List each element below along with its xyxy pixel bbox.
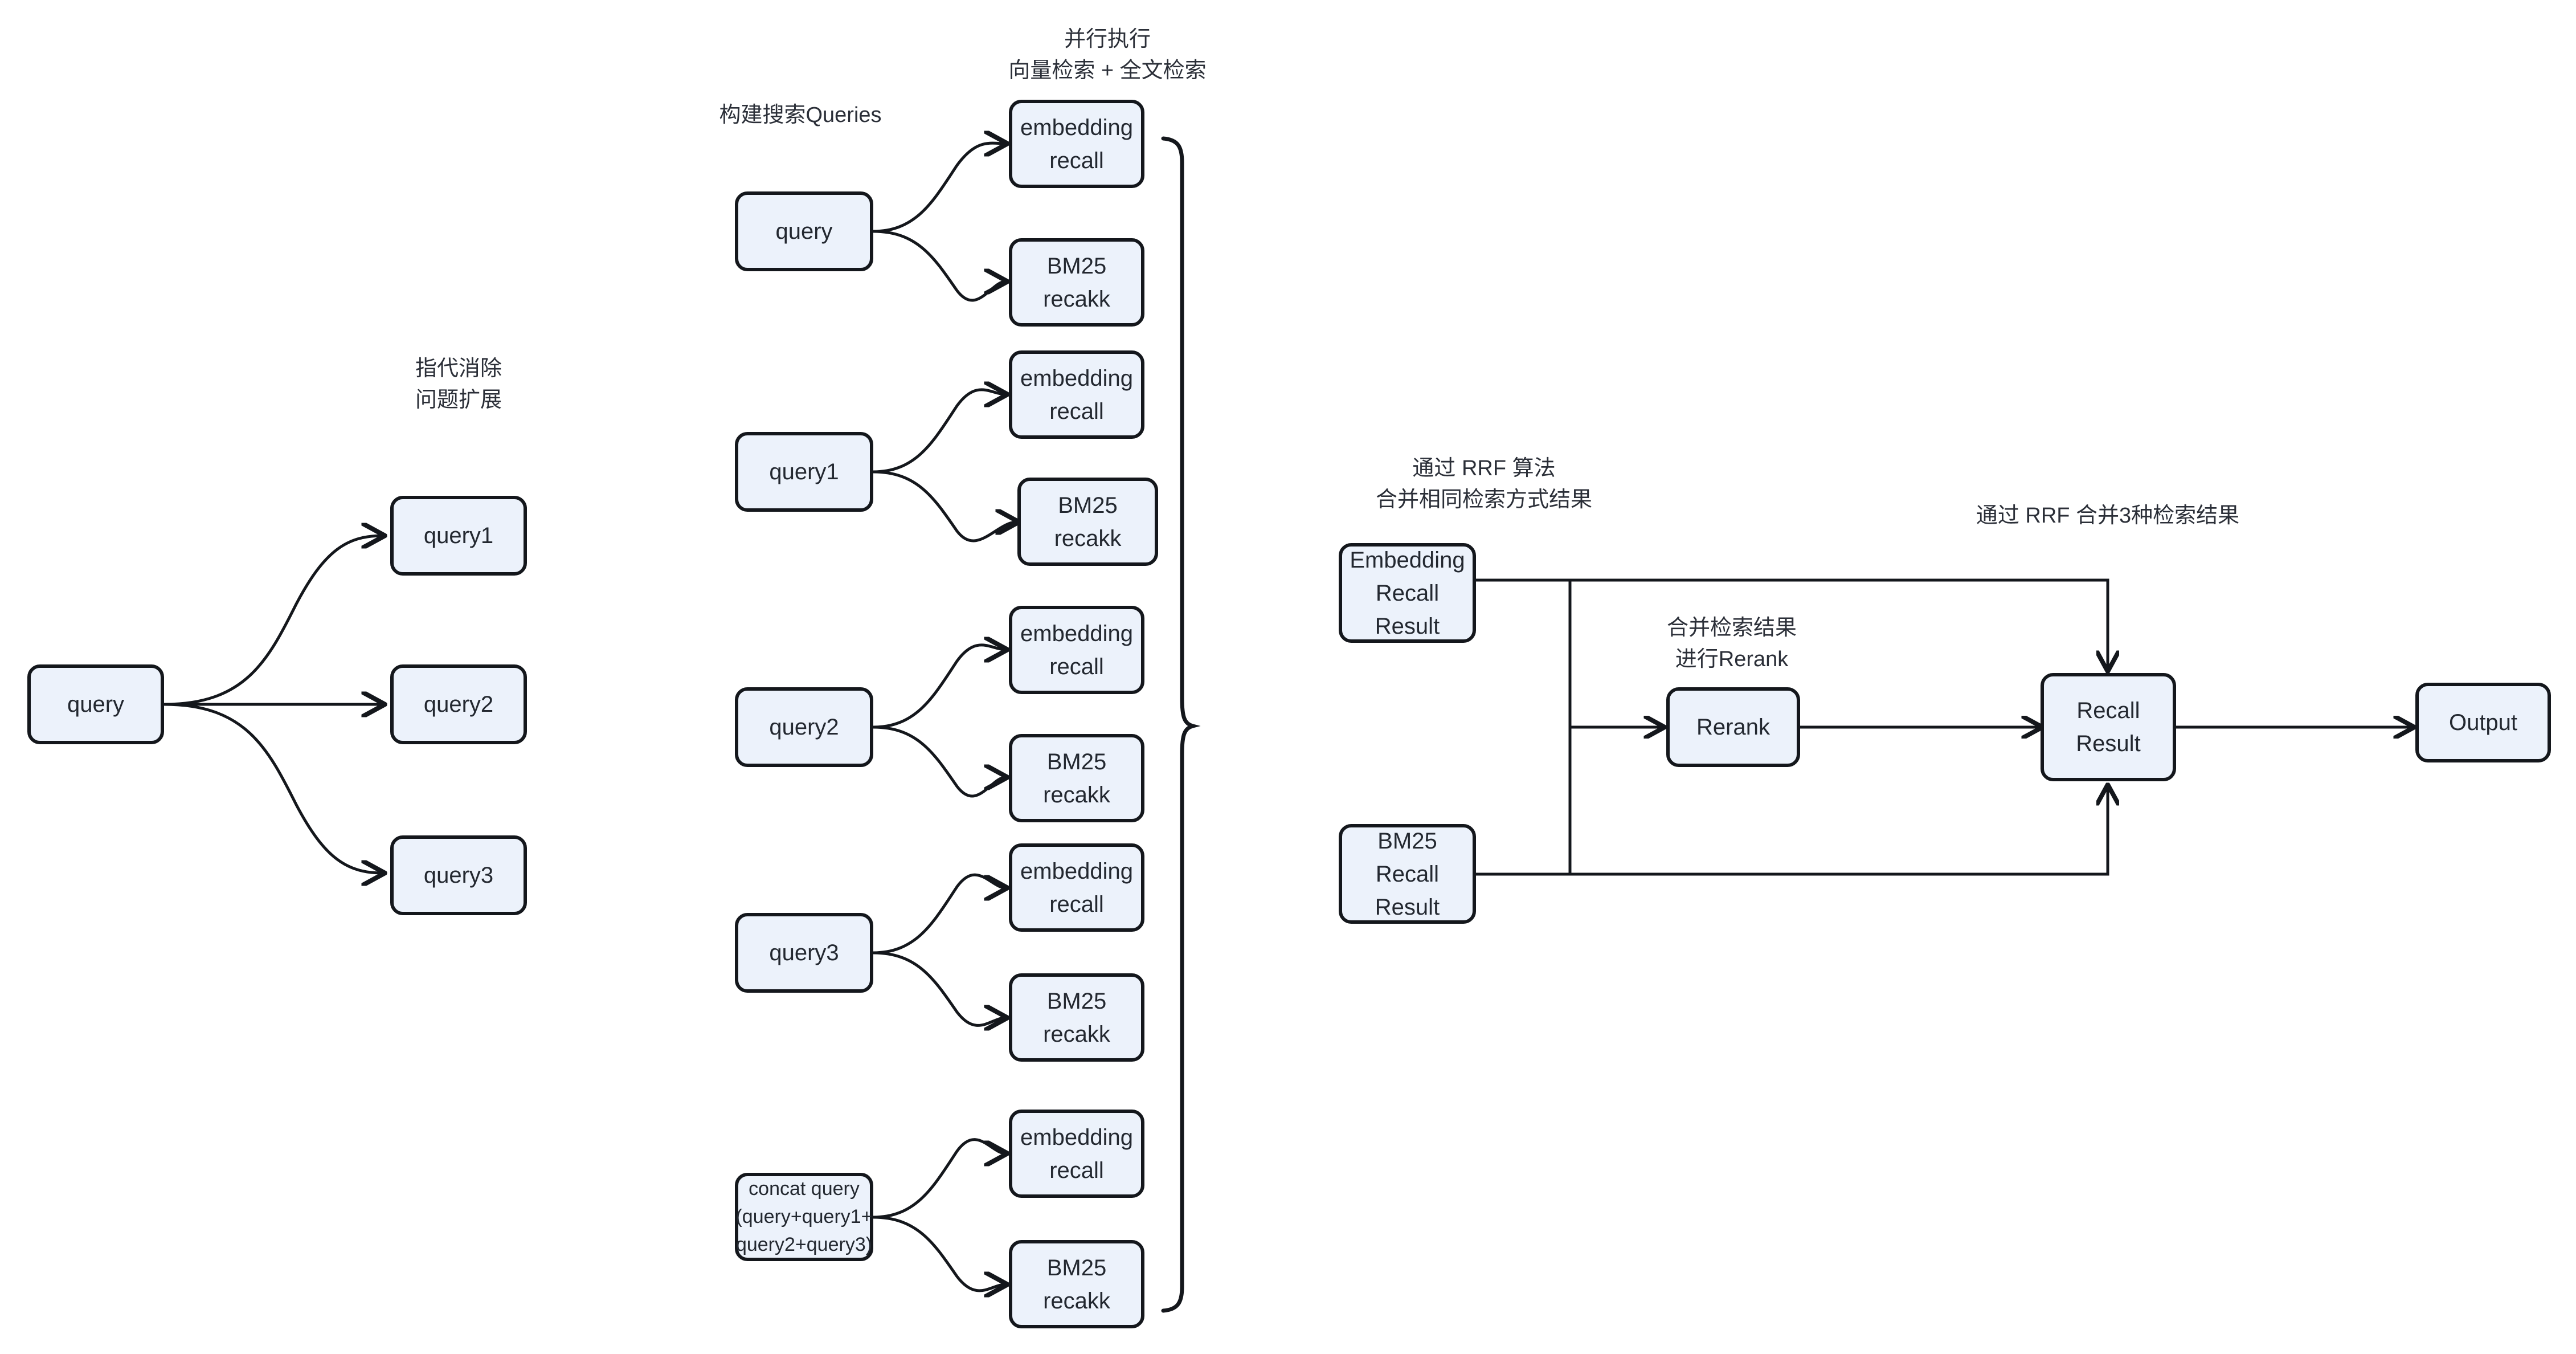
node-output[interactable]: Output <box>2415 683 2551 762</box>
node-recall-3-bm25[interactable]: BM25 recakk <box>1009 973 1144 1062</box>
node-search-query-3[interactable]: query3 <box>735 913 873 993</box>
node-recall-0-bm25[interactable]: BM25 recakk <box>1009 238 1144 327</box>
edge-q0-bm25 <box>873 230 1005 302</box>
node-recall-result[interactable]: Recall Result <box>2041 673 2176 781</box>
node-search-query-0[interactable]: query <box>735 191 873 271</box>
node-recall-0-embedding[interactable]: embedding recall <box>1009 100 1144 188</box>
note-rrf-merge-three: 通过 RRF 合并3种检索结果 <box>1976 504 2240 528</box>
node-query2-expanded[interactable]: query2 <box>390 664 527 744</box>
edge-query-to-query1 <box>163 536 383 706</box>
note-parallel-execution: 并行执行 向量检索 + 全文检索 <box>1008 27 1207 83</box>
node-query1-expanded[interactable]: query1 <box>390 496 527 576</box>
node-search-query-concat[interactable]: concat query (query+query1+ query2+query… <box>735 1173 873 1261</box>
node-search-query-2[interactable]: query2 <box>735 687 873 767</box>
edge-q3-bm25 <box>873 951 1005 1025</box>
node-search-query-1[interactable]: query1 <box>735 432 873 512</box>
edge-q2-bm25 <box>873 725 1005 798</box>
edge-bm25res-to-recallresult <box>1476 786 2108 876</box>
node-recall-4-embedding[interactable]: embedding recall <box>1009 1110 1144 1198</box>
node-embedding-recall-result[interactable]: Embedding Recall Result <box>1339 543 1476 643</box>
node-recall-1-bm25[interactable]: BM25 recakk <box>1017 478 1158 566</box>
note-merge-and-rerank: 合并检索结果 进行Rerank <box>1666 616 1797 672</box>
edge-q1-embedding <box>873 390 1005 474</box>
note-build-queries: 构建搜索Queries <box>719 103 882 127</box>
note-coref-expansion: 指代消除 问题扩展 <box>415 357 502 413</box>
edge-qc-embedding <box>873 1138 1005 1219</box>
node-query-input[interactable]: query <box>27 664 164 744</box>
node-recall-4-bm25[interactable]: BM25 recakk <box>1009 1240 1144 1328</box>
edge-q0-embedding <box>873 143 1005 233</box>
edge-q3-embedding <box>873 873 1005 955</box>
edge-q1-bm25 <box>873 470 1017 543</box>
node-recall-2-bm25[interactable]: BM25 recakk <box>1009 734 1144 822</box>
node-rerank[interactable]: Rerank <box>1666 687 1800 767</box>
node-query3-expanded[interactable]: query3 <box>390 835 527 915</box>
edge-q2-embedding <box>873 645 1005 729</box>
edge-query-to-query3 <box>163 703 383 873</box>
note-rrf-merge-same-type: 通过 RRF 算法 合并相同检索方式结果 <box>1375 456 1592 512</box>
edge-qc-bm25 <box>873 1216 1005 1291</box>
recall-group-brace <box>1161 136 1201 1313</box>
node-recall-3-embedding[interactable]: embedding recall <box>1009 843 1144 932</box>
node-recall-1-embedding[interactable]: embedding recall <box>1009 350 1144 439</box>
node-recall-2-embedding[interactable]: embedding recall <box>1009 606 1144 694</box>
node-bm25-recall-result[interactable]: BM25 Recall Result <box>1339 824 1476 924</box>
